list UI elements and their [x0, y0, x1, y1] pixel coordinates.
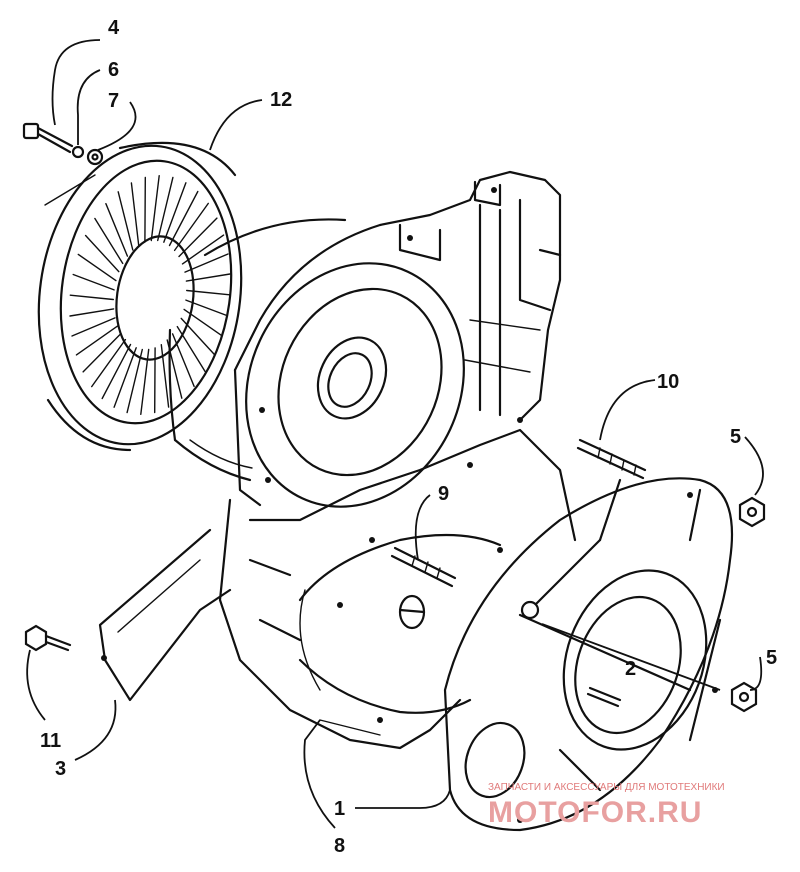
fan-blade: [176, 325, 206, 373]
fan-blade: [173, 202, 210, 252]
callout-6: 6: [108, 59, 119, 81]
cover-plate: [443, 477, 734, 832]
callout-8: 8: [334, 835, 345, 857]
watermark: ЗАПЧАСТИ И АКСЕССУАРЫ ДЛЯ МОТОТЕХНИКИ MO…: [488, 782, 725, 829]
fan-blade: [105, 202, 129, 257]
fan-assembly: [37, 141, 243, 452]
fan-blade: [82, 332, 122, 373]
callout-5-upper: 5: [730, 426, 741, 448]
fan-blade: [101, 343, 132, 400]
fan-blade: [160, 344, 170, 408]
fan-blade: [150, 174, 160, 242]
callout-5-lower: 5: [766, 647, 777, 669]
fan-blade: [90, 338, 127, 388]
callout-11: 11: [40, 730, 61, 752]
fan-blade: [168, 190, 199, 247]
fan-blade: [75, 325, 119, 356]
fan-blade: [163, 182, 187, 243]
fan-blade: [72, 273, 115, 291]
fan-blade: [84, 234, 120, 273]
callout-10: 10: [657, 371, 679, 393]
fan-blade: [113, 347, 137, 408]
callout-2: 2: [625, 658, 636, 680]
fan-blade: [180, 317, 216, 356]
callout-4: 4: [108, 17, 120, 39]
fan-blade: [130, 182, 140, 247]
bracket-plate: [98, 528, 232, 702]
callout-7: 7: [108, 90, 119, 112]
lower-housing: [218, 428, 577, 750]
fan-drum: [168, 218, 347, 482]
fan-blade: [156, 176, 174, 242]
callout-numbers: 4 6 7 12 10 5 9 5 2 11 3 1 8: [40, 17, 777, 857]
fan-blade: [117, 191, 134, 251]
upper-housing: [233, 170, 562, 508]
fan-blade: [69, 308, 115, 317]
callout-1: 1: [334, 798, 345, 820]
fan-blade: [69, 294, 115, 301]
fan-blade: [178, 217, 218, 258]
hardware: [22, 122, 766, 713]
callout-9: 9: [438, 483, 449, 505]
leader-lines: [26, 39, 764, 829]
fan-blade: [71, 317, 116, 337]
fan-blade: [181, 234, 225, 265]
fan-blade: [171, 333, 195, 387]
callout-12: 12: [270, 89, 292, 111]
watermark-tagline: ЗАПЧАСТИ И АКСЕССУАРЫ ДЛЯ МОТОТЕХНИКИ: [488, 782, 725, 793]
fan-blade: [126, 348, 144, 414]
callout-3: 3: [55, 758, 66, 780]
watermark-brand: MOTOFOR.RU: [488, 796, 702, 829]
fan-blade: [77, 253, 117, 282]
fan-blade: [94, 217, 124, 265]
